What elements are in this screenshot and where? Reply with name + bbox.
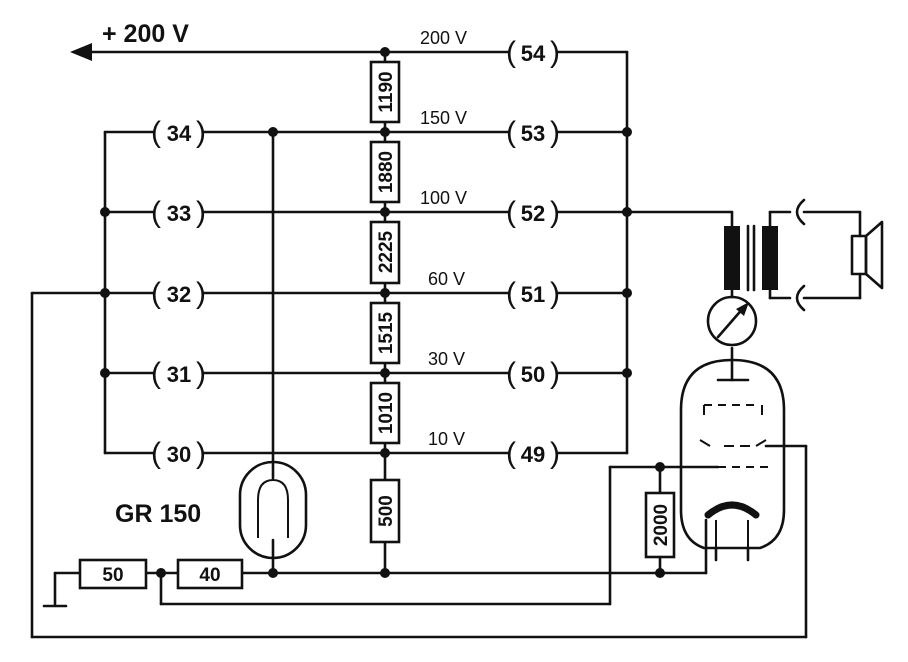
resistor-500: 500 [369,478,401,544]
left-terminal-34: () 34 [151,116,206,149]
svg-text:(: ( [151,196,161,229]
svg-text:52: 52 [521,201,545,226]
svg-text:2225: 2225 [376,230,397,273]
svg-text:(: ( [506,437,516,470]
svg-text:(: ( [151,277,161,310]
right-terminal-51: () 51 [506,277,560,310]
svg-text:32: 32 [167,282,191,307]
pentode-tube [679,346,786,562]
svg-text:31: 31 [167,362,191,387]
svg-text:(: ( [506,357,516,390]
svg-text:): ) [550,196,560,229]
voltage-label-60: 60 V [428,269,465,289]
svg-text:): ) [196,357,206,390]
svg-text:49: 49 [521,442,545,467]
voltage-label-10: 10 V [428,429,465,449]
left-terminal-33: () 33 [151,196,206,229]
voltage-label-150: 150 V [420,108,467,128]
svg-text:2000: 2000 [651,504,672,546]
left-terminal-32: () 32 [151,277,206,310]
svg-text:): ) [550,437,560,470]
supply-voltage-label: + 200 V [102,20,189,48]
svg-text:(: ( [151,357,161,390]
junction-dots [100,47,665,578]
supply-arrow [70,43,510,61]
output-transformer [625,210,792,300]
resistor-40: 40 [176,558,244,590]
left-terminal-30: () 30 [151,437,206,470]
svg-text:): ) [196,116,206,149]
svg-text:33: 33 [167,201,191,226]
svg-text:1515: 1515 [376,311,397,354]
voltage-label-30: 30 V [428,349,465,369]
resistor-1010: 1010 [369,381,401,445]
svg-text:): ) [550,36,560,69]
svg-text:(: ( [151,437,161,470]
svg-text:(: ( [506,116,516,149]
svg-text:1010: 1010 [376,392,397,434]
resistor-1190: 1190 [369,60,401,124]
resistor-2000: 2000 [644,465,708,575]
voltage-label-100: 100 V [420,188,467,208]
right-terminal-53: () 53 [506,116,560,149]
svg-text:): ) [550,357,560,390]
svg-text:): ) [550,116,560,149]
svg-text:1190: 1190 [376,71,397,112]
meter-icon [706,288,758,347]
svg-text:(: ( [506,36,516,69]
svg-text:(: ( [506,196,516,229]
resistor-50: 50 [78,558,148,590]
resistor-1515: 1515 [369,301,401,365]
resistor-2225: 2225 [369,220,401,285]
svg-text:50: 50 [521,362,545,387]
svg-text:40: 40 [199,565,220,586]
svg-text:51: 51 [521,282,545,307]
speaker-icon [850,220,884,290]
resistor-1880: 1880 [369,140,401,204]
svg-text:): ) [550,277,560,310]
svg-text:30: 30 [167,442,191,467]
svg-text:53: 53 [521,121,545,146]
svg-text:500: 500 [376,495,397,527]
svg-text:1880: 1880 [376,151,397,193]
gr150-tube [238,130,308,575]
svg-text:54: 54 [521,41,546,66]
right-terminal-54: () 54 [506,36,560,69]
right-terminal-52: () 52 [506,196,560,229]
speaker-jack [795,198,862,312]
svg-text:): ) [196,437,206,470]
svg-text:(: ( [151,116,161,149]
svg-text:(: ( [506,277,516,310]
svg-text:): ) [196,196,206,229]
svg-text:): ) [196,277,206,310]
tube-label: GR 150 [115,500,201,528]
voltage-label-200: 200 V [420,28,467,48]
rails [30,130,510,455]
right-bus [555,50,629,455]
left-terminal-31: () 31 [151,357,206,390]
right-terminal-49: () 49 [506,437,560,470]
svg-text:34: 34 [167,121,192,146]
bottom-network [30,291,808,639]
right-terminal-50: () 50 [506,357,560,390]
svg-text:50: 50 [102,565,123,586]
